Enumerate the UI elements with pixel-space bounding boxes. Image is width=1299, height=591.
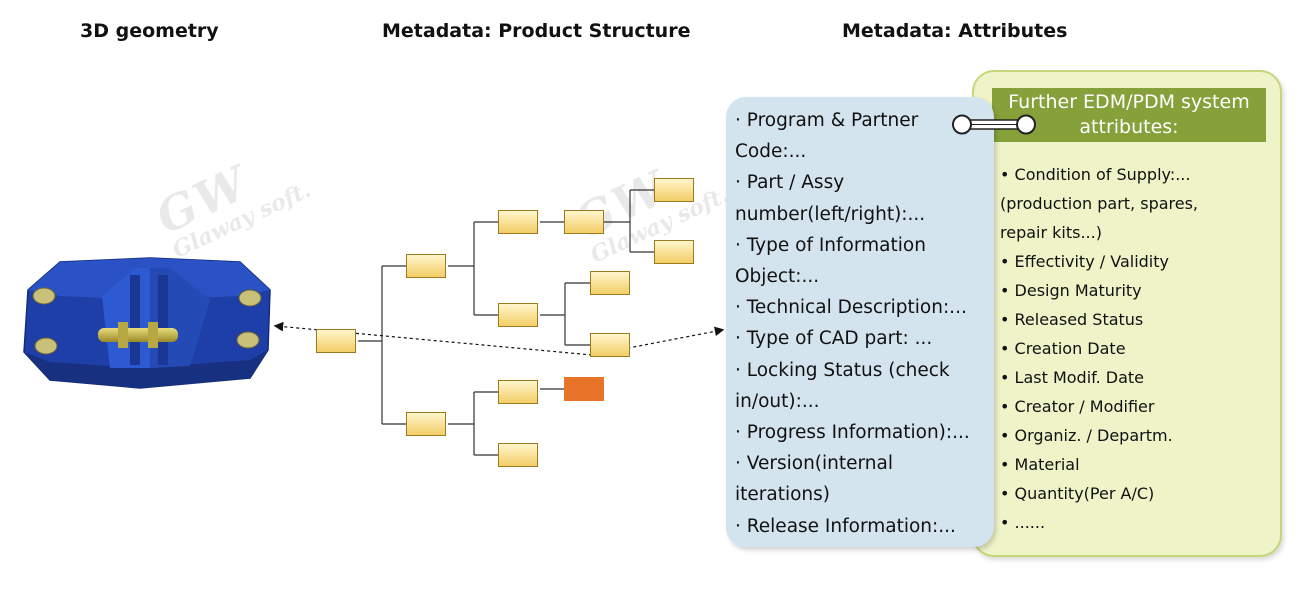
tree-node[interactable]	[498, 443, 538, 467]
tree-node[interactable]	[498, 210, 538, 234]
tree-node-linked[interactable]	[590, 333, 630, 357]
tree-node-selected[interactable]	[564, 377, 604, 401]
attribute-item: · Release Information:...	[735, 515, 956, 537]
product-structure-title: Metadata: Product Structure	[382, 20, 691, 42]
tree-node[interactable]	[654, 178, 694, 202]
attribute-item: · Progress Information):...	[735, 422, 970, 444]
further-attribute-item: • Last Modif. Date	[1000, 368, 1145, 387]
attribute-item: · Part / Assy number(left/right):...	[735, 172, 926, 225]
further-attribute-item: • Organiz. / Departm.	[1000, 426, 1173, 445]
further-attribute-item: • Quantity(Per A/C)	[1000, 484, 1155, 503]
attributes-title: Metadata: Attributes	[842, 20, 1068, 42]
tree-node[interactable]	[406, 254, 446, 278]
3d-part-model[interactable]	[23, 257, 271, 389]
attribute-item: · Program & Partner Code:...	[735, 110, 919, 163]
attributes-panel: · Program & Partner Code:... · Part / As…	[726, 97, 994, 547]
attribute-item: · Version(internal iterations)	[735, 453, 893, 506]
attributes-list: · Program & Partner Code:... · Part / As…	[726, 97, 994, 542]
further-attributes-list: • Condition of Supply:... (production pa…	[1000, 160, 1270, 537]
tree-node[interactable]	[498, 303, 538, 327]
tree-node[interactable]	[498, 380, 538, 404]
attribute-item: · Technical Description:...	[735, 297, 967, 319]
tree-node[interactable]	[654, 240, 694, 264]
attribute-item: · Locking Status (check in/out):...	[735, 359, 950, 412]
further-attribute-item: • Material	[1000, 455, 1080, 474]
tree-node[interactable]	[590, 271, 630, 295]
further-attributes-panel	[972, 70, 1282, 557]
tree-connectors	[358, 189, 654, 456]
further-attribute-item: • Design Maturity	[1000, 281, 1142, 300]
further-attribute-item: • Released Status	[1000, 310, 1144, 329]
geometry-title: 3D geometry	[80, 20, 219, 42]
further-attribute-item: • Creator / Modifier	[1000, 397, 1155, 416]
panel-link-connector	[952, 114, 1036, 135]
further-attribute-item: repair kits...)	[1000, 223, 1102, 242]
attribute-item: · Type of CAD part: ...	[735, 328, 933, 350]
tree-node-root[interactable]	[316, 329, 356, 353]
further-attribute-item: • ......	[1000, 513, 1046, 532]
link-arrow-to-attributes	[591, 326, 725, 356]
further-attribute-item: • Condition of Supply:...	[1000, 165, 1191, 184]
further-attribute-item: (production part, spares,	[1000, 194, 1199, 213]
tree-node[interactable]	[564, 210, 604, 234]
further-attributes-header: Further EDM/PDM system attributes:	[992, 88, 1266, 142]
attribute-item: · Type of Information Object:...	[735, 234, 926, 288]
tree-node[interactable]	[406, 412, 446, 436]
further-attribute-item: • Effectivity / Validity	[1000, 252, 1169, 271]
further-attribute-item: • Creation Date	[1000, 339, 1126, 358]
